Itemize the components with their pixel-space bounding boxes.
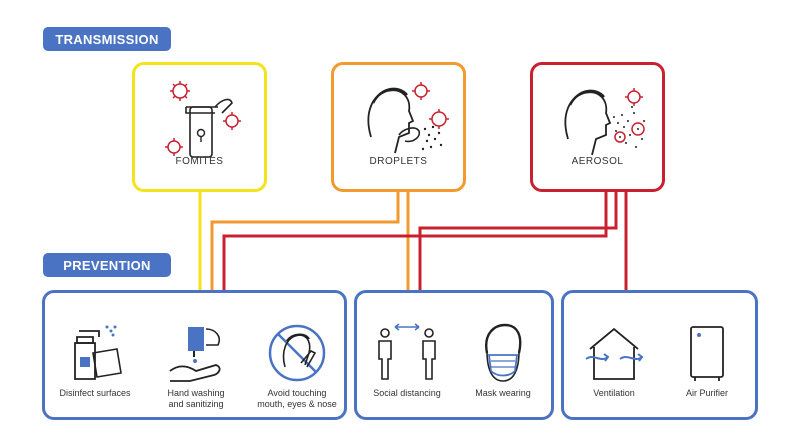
- mask-wearing-label: Mask wearing: [475, 388, 531, 398]
- ventilation-label: Ventilation: [593, 388, 635, 398]
- door-handle-icon: [165, 81, 241, 158]
- spray-bottle-icon: [74, 325, 122, 380]
- transmission-header: TRANSMISSION: [43, 27, 171, 51]
- no-face-touch-icon: [268, 324, 326, 382]
- air-purifier-icon: [690, 326, 724, 381]
- droplets-box: DROPLETS: [331, 62, 466, 192]
- air-purifier-label: Air Purifier: [685, 388, 728, 398]
- hand-sanitizer-icon: [169, 327, 221, 382]
- social-distancing-label: Social distancing: [373, 388, 441, 398]
- social-distancing-item: Social distancing: [357, 293, 457, 417]
- prevention-header: PREVENTION: [43, 253, 171, 277]
- prevention-group-distance: Social distancing Mask wearing: [354, 290, 554, 420]
- exhaling-person-icon: [564, 88, 645, 156]
- air-purifier-item: Air Purifier: [657, 293, 757, 417]
- mask-icon: [485, 323, 522, 382]
- aerosol-box: AEROSOL: [530, 62, 665, 192]
- sneezing-person-icon: [367, 82, 449, 154]
- ventilation-item: Ventilation: [564, 293, 664, 417]
- prevention-group-air: Ventilation Air Purifier: [561, 290, 758, 420]
- distancing-icon: [378, 323, 436, 380]
- droplets-label: DROPLETS: [369, 156, 428, 167]
- fomites-label: FOMITES: [175, 156, 224, 167]
- ventilation-icon: [585, 327, 644, 380]
- fomites-box: FOMITES: [132, 62, 267, 192]
- disinfect-surfaces-label: Disinfect surfaces: [59, 388, 131, 398]
- disinfect-surfaces-item: Disinfect surfaces: [45, 293, 145, 417]
- aerosol-label: AEROSOL: [571, 156, 624, 167]
- mask-wearing-item: Mask wearing: [453, 293, 553, 417]
